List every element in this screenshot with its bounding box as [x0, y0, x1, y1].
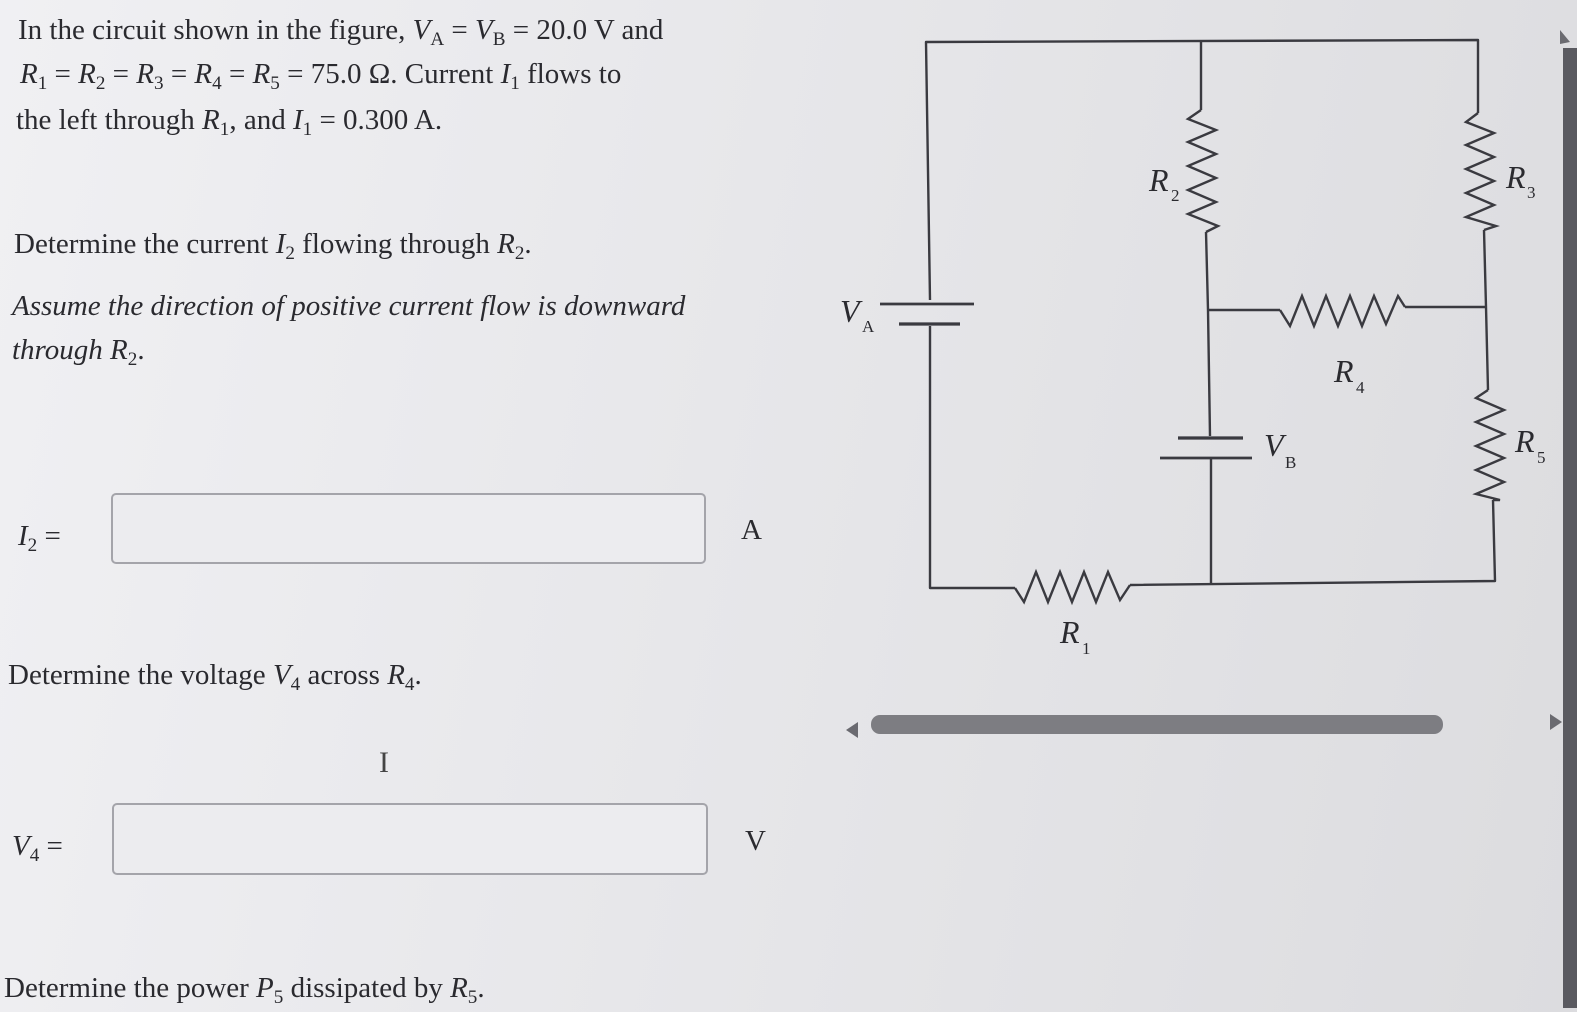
vertical-scrollbar-edge[interactable] — [1563, 48, 1577, 1008]
label-r5: R — [1514, 423, 1535, 459]
battery-va — [880, 302, 974, 326]
i2-label: I2 = — [18, 520, 61, 557]
resistor-r4 — [1278, 292, 1407, 330]
wire-left-bottom — [928, 326, 1015, 590]
question-1-assumption-line-2: through R2. — [12, 334, 145, 371]
scroll-up-arrow-icon[interactable] — [1560, 30, 1570, 44]
wire-bottom-right — [1129, 499, 1497, 587]
resistor-r1 — [1013, 568, 1131, 606]
question-1-assumption-line-1: Assume the direction of positive current… — [12, 290, 686, 322]
label-va: V — [840, 293, 863, 329]
label-r3-sub: 3 — [1527, 183, 1536, 202]
resistor-r2 — [1184, 109, 1221, 234]
label-r1: R — [1059, 614, 1080, 650]
wire-r3-r5 — [1482, 229, 1490, 391]
problem-intro-line-2: R1 = R2 = R3 = R4 = R5 = 75.0 Ω. Current… — [20, 58, 622, 95]
wire-left-top — [924, 38, 1480, 301]
label-vb: V — [1264, 427, 1287, 463]
battery-vb — [1160, 436, 1252, 460]
label-r1-sub: 1 — [1082, 639, 1091, 658]
resistor-r5 — [1472, 389, 1508, 502]
label-r2: R — [1148, 162, 1169, 198]
wire-r2-bottom — [1204, 231, 1212, 437]
label-r2-sub: 2 — [1171, 186, 1180, 205]
label-r5-sub: 5 — [1537, 448, 1546, 467]
question-2-prompt: Determine the voltage V4 across R4. — [8, 659, 422, 696]
label-r4-sub: 4 — [1356, 378, 1365, 397]
i2-unit: A — [741, 514, 762, 546]
question-3-prompt: Determine the power P5 dissipated by R5. — [4, 972, 485, 1009]
problem-intro-line-1: In the circuit shown in the figure, VA =… — [18, 14, 664, 51]
horizontal-scrollbar-thumb[interactable] — [871, 715, 1443, 734]
scroll-right-arrow-icon[interactable] — [1550, 714, 1562, 730]
scroll-left-arrow-icon[interactable] — [846, 722, 858, 738]
resistor-r3 — [1462, 112, 1500, 232]
label-va-sub: A — [862, 317, 875, 336]
i2-answer-input[interactable] — [111, 493, 706, 564]
label-r4: R — [1333, 353, 1354, 389]
label-vb-sub: B — [1285, 453, 1296, 472]
label-r3: R — [1505, 159, 1526, 195]
v4-answer-input[interactable] — [112, 803, 708, 875]
text-cursor-icon: I — [379, 746, 389, 779]
v4-unit: V — [745, 825, 766, 857]
v4-label: V4 = — [12, 830, 63, 867]
problem-intro-line-3: the left through R1, and I1 = 0.300 A. — [16, 104, 443, 141]
question-1-prompt: Determine the current I2 flowing through… — [14, 228, 532, 265]
